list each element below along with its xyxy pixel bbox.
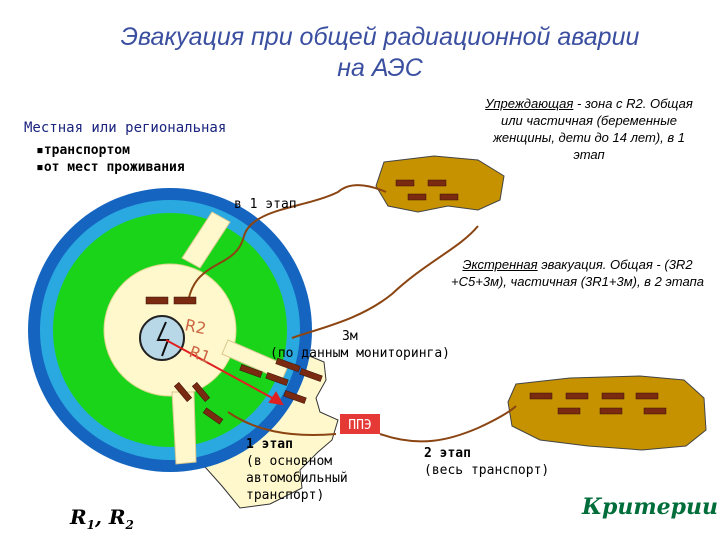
- local-item-transport: ▪транспортом: [36, 143, 130, 158]
- preventive-text: - зона с R2. Общая или частичная (береме…: [492, 96, 693, 162]
- corridor-south: [171, 391, 197, 465]
- stage1-note: 1 этап (в основном автомобильный транспо…: [246, 436, 396, 504]
- local-item-residence: ▪от мест проживания: [36, 160, 185, 175]
- monitoring-distance: 3м: [342, 329, 358, 344]
- house: [635, 392, 659, 400]
- emergency-text: эвакуация. Общая - (3R2 +С5+3м), частичн…: [451, 257, 704, 289]
- house: [439, 193, 459, 201]
- stage2-title: 2 этап: [424, 446, 471, 461]
- monitoring-note: (по данным мониторинга): [270, 346, 451, 361]
- house: [275, 357, 301, 373]
- title-line-2: на АЭС: [337, 54, 423, 82]
- house: [557, 407, 581, 415]
- r1-arrowhead: [268, 391, 284, 406]
- house: [427, 179, 447, 187]
- house: [599, 407, 623, 415]
- house: [283, 390, 307, 404]
- radius-r1-sub: 1: [86, 518, 95, 532]
- radius-arrows: [165, 339, 284, 406]
- house: [299, 368, 323, 382]
- house: [601, 392, 625, 400]
- npp-icon: [139, 315, 185, 361]
- stage1-line4: транспорт): [246, 488, 325, 503]
- house: [265, 372, 289, 386]
- house: [565, 392, 589, 400]
- house: [191, 382, 211, 402]
- radius-r2: R: [108, 505, 126, 529]
- house: [395, 179, 415, 187]
- page-title: Эвакуация при общей радиационной аварии …: [60, 22, 700, 84]
- stage1-line2: (в основном: [246, 454, 333, 469]
- house: [145, 296, 169, 305]
- corridor-north: [181, 211, 231, 269]
- road-to-island: [187, 184, 387, 303]
- ppe-label: ППЭ: [348, 418, 371, 433]
- stage2-note: 2 этап (весь транспорт): [424, 445, 594, 479]
- radius-separator: ,: [94, 505, 109, 529]
- houses: [145, 179, 667, 425]
- road-out: [227, 411, 337, 437]
- preventive-label: Упреждающая: [485, 96, 574, 111]
- ppe-badge: [340, 414, 380, 434]
- house: [407, 193, 427, 201]
- road-stage2: [379, 405, 517, 443]
- house: [173, 382, 193, 402]
- local-evacuation-list: ▪транспортом ▪от мест проживания: [36, 142, 185, 176]
- emergency-label: Экстренная: [462, 257, 538, 272]
- title-line-1: Эвакуация при общей радиационной аварии: [120, 23, 640, 51]
- local-evacuation-title: Местная или региональная: [24, 120, 227, 136]
- first-stage-label: в 1 этап: [234, 197, 297, 212]
- road-upper: [291, 225, 479, 339]
- house: [173, 296, 197, 305]
- house: [202, 407, 224, 425]
- stage1-line3: автомобильный: [246, 471, 348, 486]
- radius-r1: R: [70, 505, 87, 529]
- house: [529, 392, 553, 400]
- house: [643, 407, 667, 415]
- lightning-icon: [156, 321, 170, 357]
- stage1-title: 1 этап: [246, 437, 293, 452]
- house: [239, 364, 263, 378]
- r1-arrow: [165, 339, 277, 401]
- emergency-zone-note: Экстренная эвакуация. Общая - (3R2 +С5+3…: [440, 256, 715, 290]
- preventive-zone-note: Упреждающая - зона с R2. Общая или части…: [478, 95, 700, 163]
- radius-r2-sub: 2: [125, 518, 134, 532]
- radii-label: R1, R2: [70, 505, 134, 532]
- criteria-link[interactable]: Критерии: [582, 494, 719, 520]
- r2-radius-label: R2: [183, 315, 208, 338]
- stage2-line2: (весь транспорт): [424, 463, 550, 478]
